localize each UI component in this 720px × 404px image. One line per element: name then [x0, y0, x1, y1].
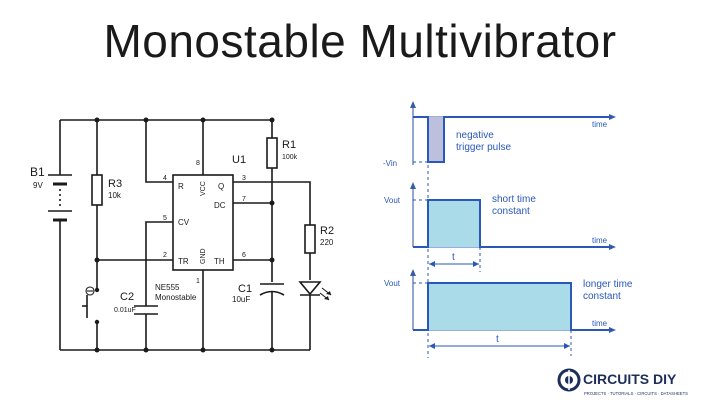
vout-label-2: Vout [384, 279, 401, 288]
logo-brand: CIRCUITS DIY [583, 371, 677, 387]
r2-value: 220 [320, 238, 334, 247]
r2-resistor [304, 224, 316, 254]
r3-value: 10k [108, 191, 122, 200]
u1-ref: U1 [232, 154, 246, 166]
trigger-pulse-fill [428, 117, 444, 162]
long-label-line1: longer time [583, 279, 633, 290]
pin-label-dc: DC [214, 201, 226, 210]
short-output-graph: Vout time short time constant t [384, 182, 616, 272]
time-label-3: time [592, 319, 608, 328]
b1-ref: B1 [30, 165, 45, 179]
trigger-label-line1: negative [456, 130, 494, 141]
long-label-line2: constant [583, 291, 621, 302]
pin-label-gnd: GND [200, 248, 207, 264]
svg-text:4: 4 [163, 175, 167, 182]
short-label-line2: constant [492, 206, 530, 217]
t-label-long: t [496, 334, 499, 345]
r1-ref: R1 [282, 139, 296, 151]
c1-value: 10uF [232, 295, 250, 304]
trigger-graph: time -Vin negative trigger pulse [383, 101, 616, 168]
pin-label-q: Q [218, 182, 224, 191]
logo-tagline: PROJECTS · TUTORIALS · CIRCUITS · DATASH… [584, 391, 688, 396]
time-label-2: time [592, 236, 608, 245]
c1-capacitor [259, 283, 285, 296]
long-output-fill [428, 283, 571, 330]
svg-text:2: 2 [163, 252, 167, 259]
svg-text:1: 1 [196, 278, 200, 285]
vout-label-1: Vout [384, 196, 401, 205]
svg-text:3: 3 [242, 175, 246, 182]
pin-label-tr: TR [178, 257, 189, 266]
svg-text:5: 5 [163, 215, 167, 222]
trigger-label-line2: trigger pulse [456, 142, 511, 153]
timing-diagram: time -Vin negative trigger pulse Vout ti… [383, 101, 633, 358]
c2-ref: C2 [120, 291, 134, 303]
t-label-short: t [452, 252, 455, 263]
output-wire [233, 181, 311, 225]
c2-capacitor [134, 305, 158, 315]
r3-ref: R3 [108, 178, 122, 190]
r1-value: 100k [282, 154, 298, 161]
b1-value: 9V [33, 181, 43, 190]
svg-text:6: 6 [242, 252, 246, 259]
ic-mode: Monostable [155, 293, 197, 302]
push-button-switch [82, 286, 100, 325]
pin-label-vcc: VCC [200, 181, 207, 196]
r3-resistor [91, 174, 103, 206]
pin-label-r: R [178, 182, 184, 191]
long-output-graph: Vout time longer time constant t [384, 269, 633, 356]
svg-text:8: 8 [196, 160, 200, 167]
r1-resistor [266, 137, 278, 169]
top-rail [60, 119, 273, 138]
led-icon [298, 281, 332, 301]
pin-label-th: TH [214, 257, 225, 266]
ic-part: NE555 [155, 283, 180, 292]
c2-value: 0.01uF [114, 307, 136, 314]
cv-wire [145, 221, 173, 306]
short-output-fill [428, 200, 480, 247]
time-label-1: time [592, 120, 608, 129]
vin-label: -Vin [383, 159, 397, 168]
r2-ref: R2 [320, 225, 334, 237]
circuits-diy-logo: CIRCUITS DIY PROJECTS · TUTORIALS · CIRC… [557, 368, 688, 396]
pin-label-cv: CV [178, 218, 190, 227]
battery-symbol [48, 174, 72, 222]
c1-ref: C1 [238, 283, 252, 295]
schematic: B1 9V R3 10k C2 0.01uF [30, 117, 334, 353]
reset-wire [145, 120, 173, 183]
short-label-line1: short time [492, 194, 536, 205]
page-title: Monostable Multivibrator [103, 15, 617, 67]
svg-text:7: 7 [242, 196, 246, 203]
